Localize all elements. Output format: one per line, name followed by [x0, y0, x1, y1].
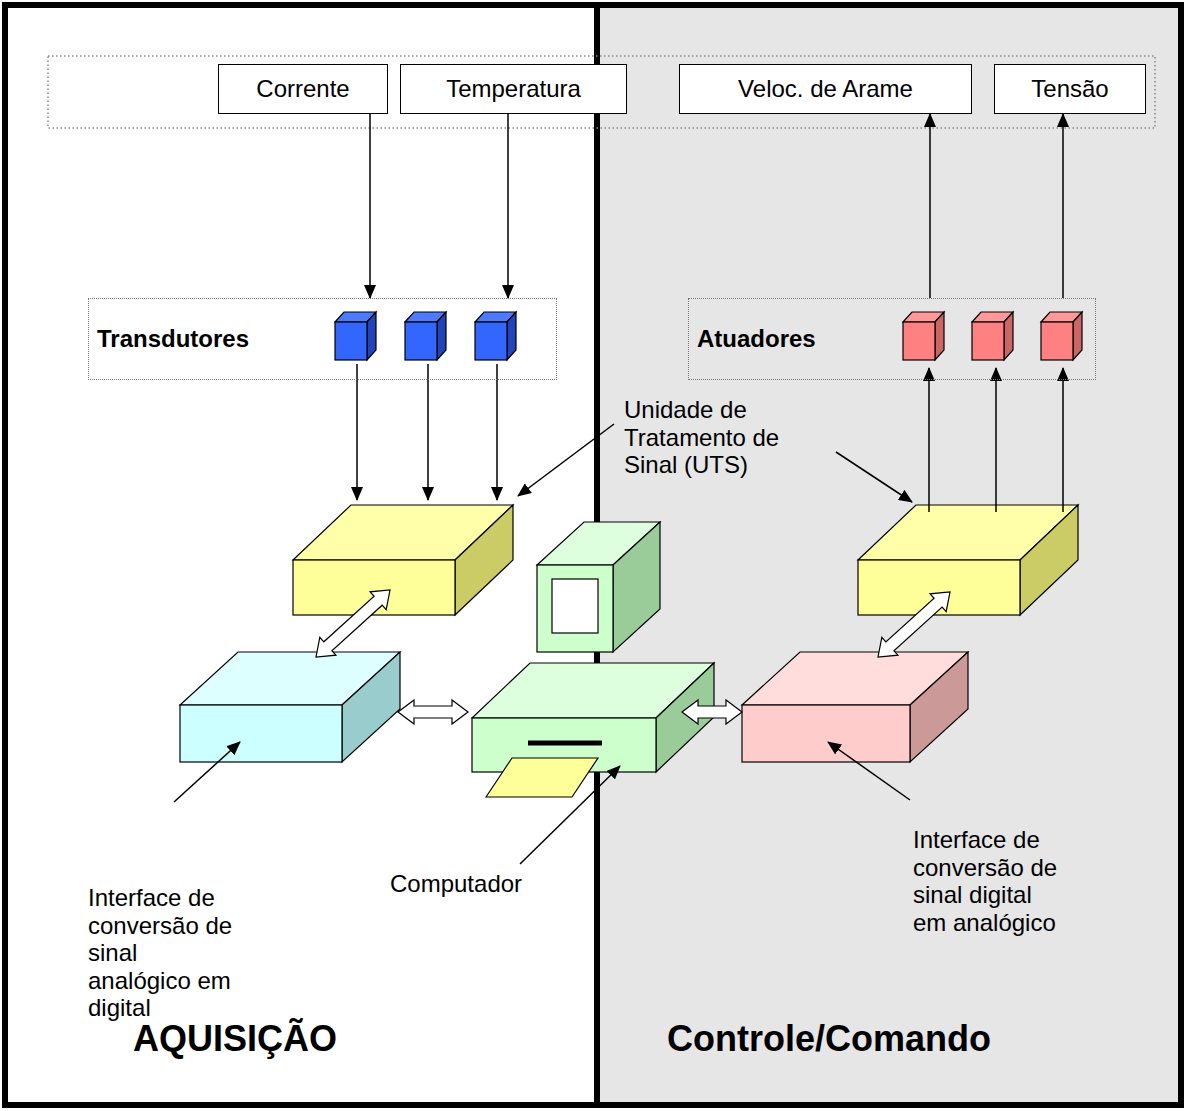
variable-box: Corrente	[218, 64, 388, 114]
signal-unit-box	[293, 505, 513, 615]
node-text: Transdutores	[97, 325, 249, 353]
signal-unit-box	[858, 505, 1078, 615]
data-bus-arrow	[682, 700, 742, 724]
outer-frame	[5, 5, 1181, 1105]
leader-line	[836, 452, 912, 502]
variable-box: Temperatura	[400, 64, 627, 114]
leader-line	[828, 742, 910, 800]
signal-connector	[369, 114, 371, 298]
leader-line	[520, 766, 620, 864]
actuator-cube	[972, 312, 1013, 360]
variable-box: Veloc. de Arame	[679, 64, 972, 114]
data-bus-arrow	[308, 581, 398, 666]
data-bus-arrow	[870, 583, 958, 666]
signal-arrow	[356, 364, 358, 500]
sensor-cube	[475, 312, 516, 360]
variable-box: Tensão	[994, 64, 1146, 114]
group-band: Transdutores	[88, 298, 557, 380]
node-text: Temperatura	[446, 75, 581, 103]
sensor-cube	[405, 312, 446, 360]
region-title: Controle/Comando	[667, 1018, 991, 1059]
callout-label: Interface de conversão de sinal analógic…	[88, 884, 233, 1022]
signal-band	[48, 56, 1155, 128]
computer-base	[472, 663, 714, 772]
signal-arrow	[496, 364, 498, 500]
actuator-cube	[903, 312, 944, 360]
actuator-cube	[1041, 312, 1082, 360]
monitor-screen	[552, 579, 598, 633]
node-text: Atuadores	[697, 325, 816, 353]
disk-slot	[528, 741, 602, 746]
callout-label: Computador	[390, 870, 522, 898]
signal-connector	[1062, 114, 1064, 298]
group-band: Atuadores	[688, 298, 1096, 380]
leader-line	[174, 742, 240, 802]
node-text: Tensão	[1031, 75, 1108, 103]
node-text: Corrente	[256, 75, 349, 103]
da-interface-box	[742, 652, 968, 762]
signal-arrow	[1062, 368, 1064, 512]
ad-interface-box	[180, 652, 400, 762]
signal-arrow	[995, 368, 997, 512]
callout-label: Interface de conversão de sinal digital …	[913, 826, 1058, 936]
sensor-cube	[335, 312, 376, 360]
region-title: AQUISIÇÃO	[133, 1018, 337, 1059]
control-region	[597, 5, 1179, 1105]
callout-label: Unidade de Tratamento de Sinal (UTS)	[624, 396, 829, 479]
signal-arrow	[427, 364, 429, 500]
data-bus-arrow	[398, 700, 468, 724]
node-text: Veloc. de Arame	[738, 75, 913, 103]
leader-line	[518, 424, 614, 496]
signal-connector	[929, 114, 931, 298]
signal-connector	[507, 114, 509, 298]
computer-monitor	[537, 522, 660, 652]
signal-arrow	[928, 368, 930, 512]
floppy-disk	[486, 758, 598, 797]
